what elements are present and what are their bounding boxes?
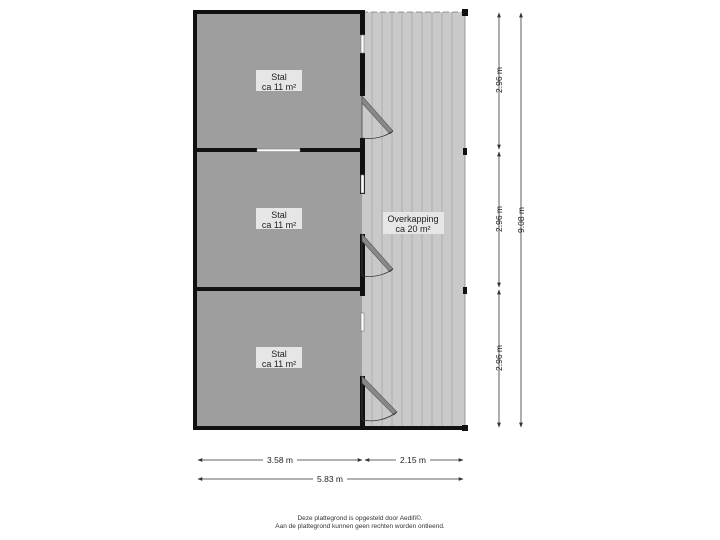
dimension-horizontal-total: 5.83 m bbox=[197, 474, 464, 484]
room-area: ca 11 m² bbox=[262, 359, 296, 369]
post-mid-lower bbox=[463, 287, 467, 294]
footer-disclaimer: Aan de plattegrond kunnen geen rechten w… bbox=[275, 523, 445, 530]
dim-height-total: 9.08 m bbox=[516, 207, 526, 233]
dim-width-total: 5.83 m bbox=[317, 474, 343, 484]
canopy-name: Overkapping bbox=[387, 214, 438, 224]
dim-height-2: 2.96 m bbox=[494, 206, 504, 232]
footer-credit: Deze plattegrond is opgesteld door Aedif… bbox=[297, 515, 423, 522]
dim-height-1: 2.96 m bbox=[494, 67, 504, 93]
room-label-2: Stal ca 11 m² bbox=[256, 208, 302, 230]
door-1 bbox=[361, 95, 394, 139]
dim-height-3: 2.96 m bbox=[494, 345, 504, 371]
stable-rooms bbox=[196, 14, 362, 426]
dimension-horizontal-segments: 3.58 m 2.15 m bbox=[197, 455, 464, 465]
door-2 bbox=[361, 233, 394, 277]
windows bbox=[256, 34, 365, 332]
post-mid-upper bbox=[463, 148, 467, 155]
canopy-area: ca 20 m² bbox=[395, 224, 430, 234]
dimension-vertical-total: 9.08 m bbox=[516, 12, 526, 428]
post-top-right bbox=[462, 9, 468, 16]
room-label-3: Stal ca 11 m² bbox=[256, 347, 302, 369]
room-name: Stal bbox=[271, 72, 287, 82]
canopy-area bbox=[362, 9, 468, 431]
walls bbox=[193, 10, 465, 430]
dim-width-right: 2.15 m bbox=[400, 455, 426, 465]
dim-width-left: 3.58 m bbox=[267, 455, 293, 465]
door-3 bbox=[361, 375, 398, 422]
canopy-label: Overkapping ca 20 m² bbox=[383, 212, 444, 234]
room-name: Stal bbox=[271, 349, 287, 359]
dimension-vertical-segments: 2.96 m 2.96 m 2.96 m bbox=[494, 12, 504, 428]
room-area: ca 11 m² bbox=[262, 220, 296, 230]
room-name: Stal bbox=[271, 210, 287, 220]
room-area: ca 11 m² bbox=[262, 82, 296, 92]
room-label-1: Stal ca 11 m² bbox=[256, 70, 302, 92]
